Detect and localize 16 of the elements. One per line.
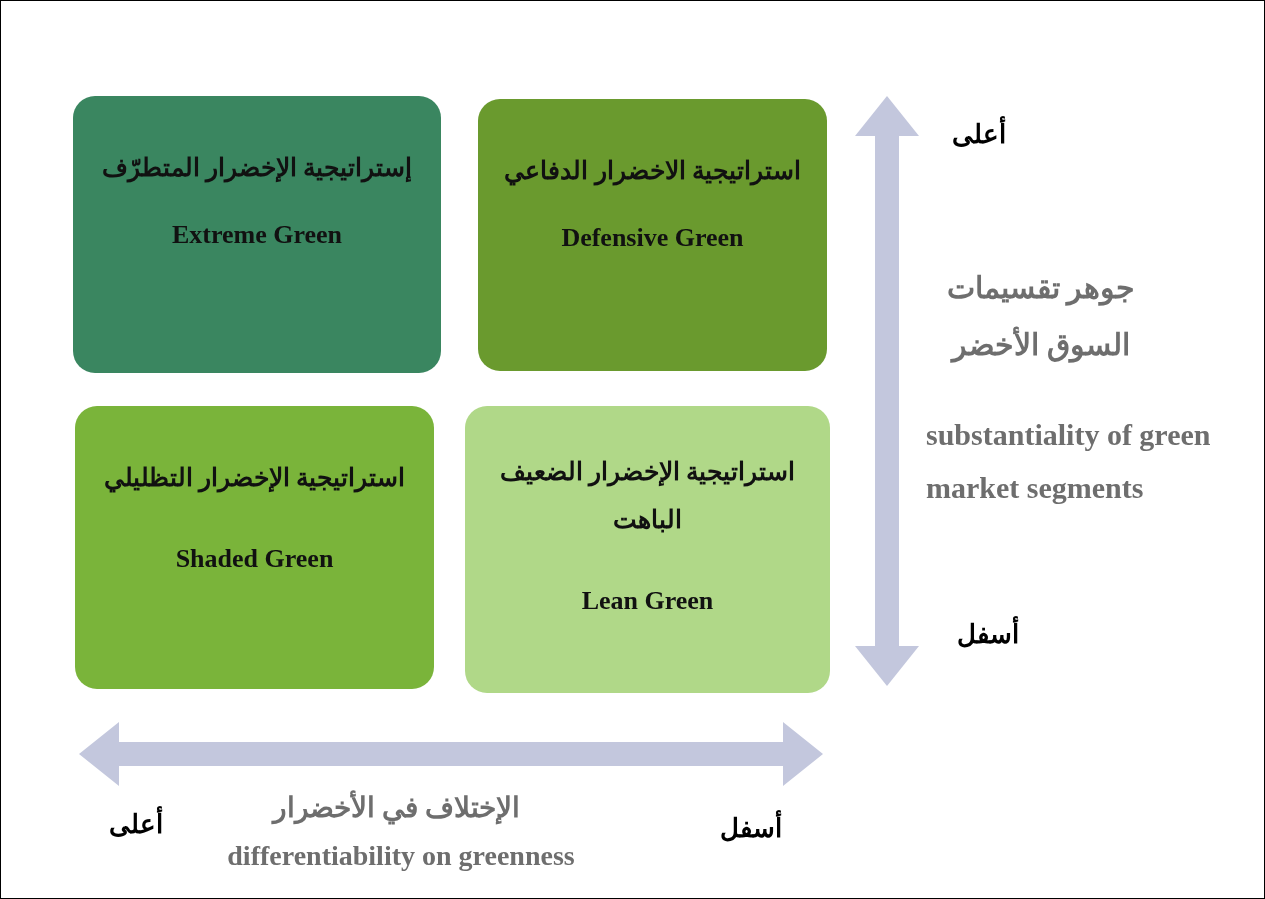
arabic-title: إستراتيجية الإخضرار المتطرّف [100, 153, 414, 185]
strategy-box [478, 99, 827, 371]
axis-label: substantiality of green market segments [926, 417, 1212, 506]
strategy-box [75, 406, 434, 689]
english-title: Lean Green [580, 586, 715, 616]
english-title: Shaded Green [174, 544, 335, 574]
arabic-title: استراتيجية الاخضرار الدفاعي [503, 156, 802, 188]
axis-label: differentiability on greenness [226, 839, 576, 873]
axis-label: الإختلاف في الأخضرار [270, 791, 521, 825]
axis-label: جوهر تقسيمات السوق الأخضر [945, 270, 1137, 365]
english-title: Extreme Green [170, 220, 344, 250]
strategy-box [465, 406, 830, 693]
arabic-title: استراتيجية الإخضرار الضعيف الباهت [498, 457, 797, 535]
english-title: Defensive Green [560, 223, 745, 253]
arabic-title: استراتيجية الإخضرار التظليلي [102, 463, 407, 495]
strategy-box [73, 96, 441, 373]
